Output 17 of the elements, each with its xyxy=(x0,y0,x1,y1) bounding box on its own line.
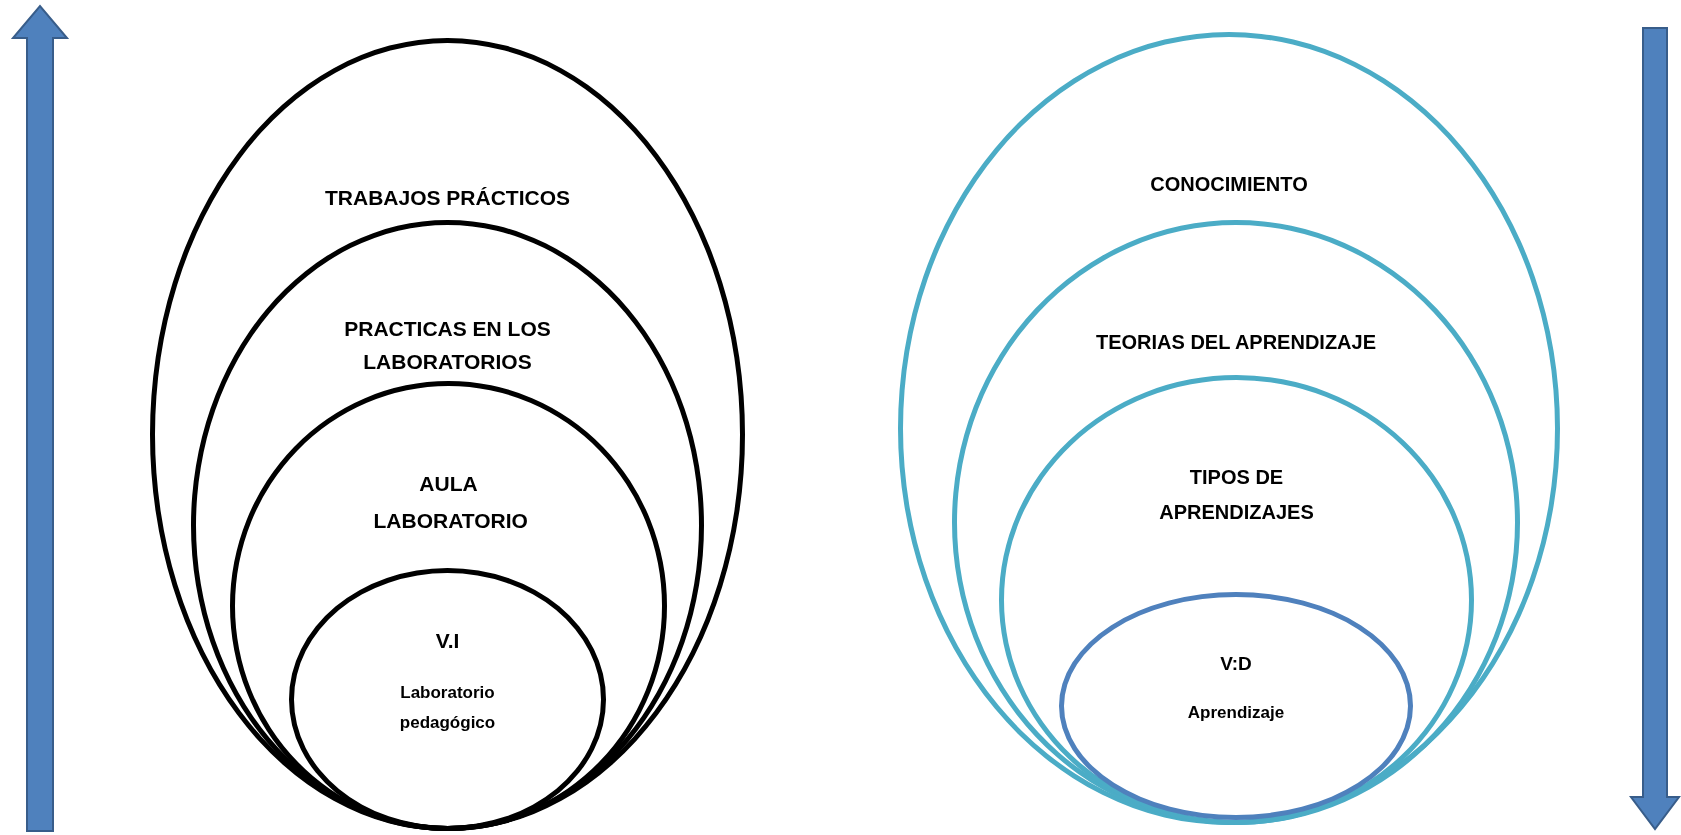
ellipse-title: TRABAJOS PRÁCTICOS xyxy=(325,185,570,211)
ellipse-title: TEORIAS DEL APRENDIZAJE xyxy=(1095,330,1376,355)
ellipse xyxy=(952,220,1520,825)
ellipse xyxy=(230,381,667,831)
ellipse xyxy=(898,32,1560,825)
ellipse xyxy=(1059,592,1413,820)
ellipse xyxy=(999,375,1474,825)
ellipse xyxy=(289,568,606,831)
ellipse-subtitle: Laboratorio pedagógico xyxy=(398,681,497,734)
ellipse-title: V.I xyxy=(435,628,460,654)
ellipse-title: V:D xyxy=(1220,652,1252,676)
ellipse xyxy=(150,38,745,831)
ellipse-title: PRACTICAS EN LOS LABORATORIOS xyxy=(343,316,552,375)
ellipse xyxy=(191,220,704,831)
ellipse-title: CONOCIMIENTO xyxy=(1150,172,1308,197)
ellipse-title: TIPOS DE APRENDIZAJES xyxy=(1158,465,1315,525)
ellipse-subtitle: Aprendizaje xyxy=(1187,702,1285,725)
